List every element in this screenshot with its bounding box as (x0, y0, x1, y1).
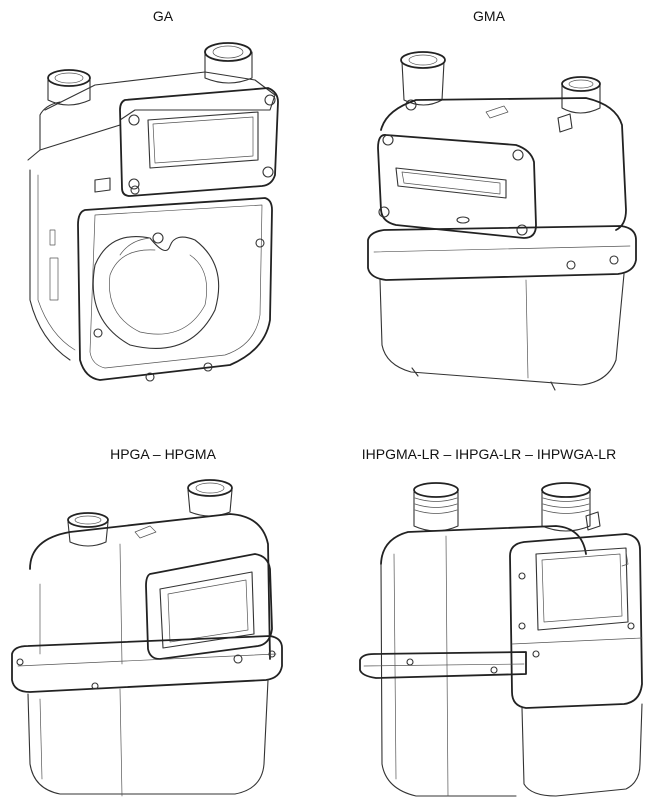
panel-hpga-hpgma: HPGA – HPGMA (0, 404, 326, 808)
label-gma: GMA (473, 8, 505, 24)
label-ihpgma-lr: IHPGMA-LR – IHPGA-LR – IHPWGA-LR (361, 446, 617, 462)
meter-ga-drawing (27, 42, 279, 382)
label-ga: GA (152, 8, 174, 24)
panel-ga: GA (0, 0, 326, 404)
panel-gma: GMA (326, 0, 652, 404)
label-hpga-hpgma: HPGA – HPGMA (110, 446, 216, 462)
meter-hpga-drawing (11, 479, 283, 797)
meter-ihpgma-lr-drawing (359, 482, 643, 797)
panel-ihpgma-lr: IHPGMA-LR – IHPGA-LR – IHPWGA-LR (326, 404, 652, 808)
meter-gma-drawing (367, 51, 637, 391)
